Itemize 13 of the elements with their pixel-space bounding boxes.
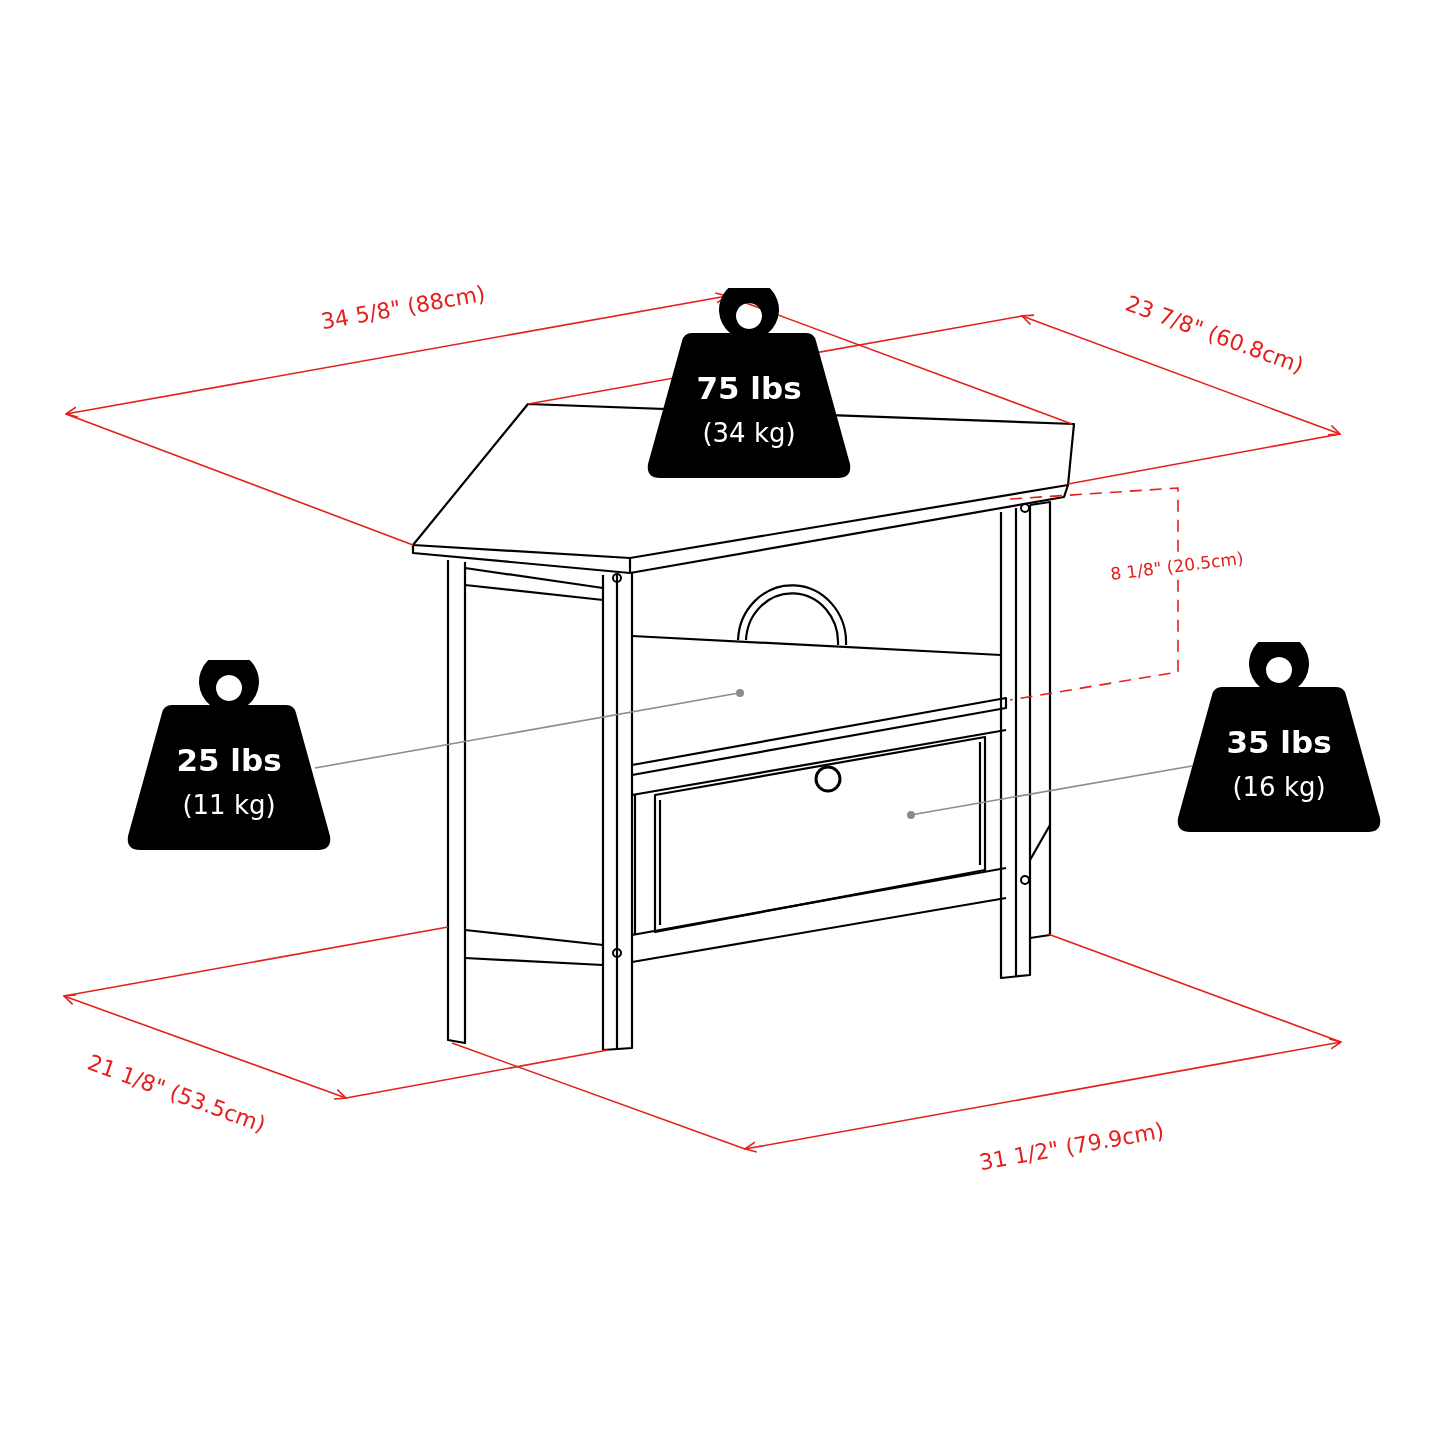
weight-tag bbox=[126, 660, 332, 852]
weight-metric: (34 kg) bbox=[701, 418, 797, 450]
leader-dot bbox=[907, 811, 915, 819]
weight-value: 25 lbs bbox=[175, 742, 283, 780]
leader-line bbox=[914, 765, 1193, 815]
weight-value: 35 lbs bbox=[1225, 724, 1333, 762]
weight-tag bbox=[1176, 642, 1382, 834]
leader-line bbox=[314, 692, 737, 769]
leader-dot bbox=[736, 689, 744, 697]
weight-metric: (11 kg) bbox=[181, 790, 277, 822]
weight-tag bbox=[645, 288, 853, 480]
weight-value: 75 lbs bbox=[695, 370, 803, 408]
weight-metric: (16 kg) bbox=[1231, 772, 1327, 804]
